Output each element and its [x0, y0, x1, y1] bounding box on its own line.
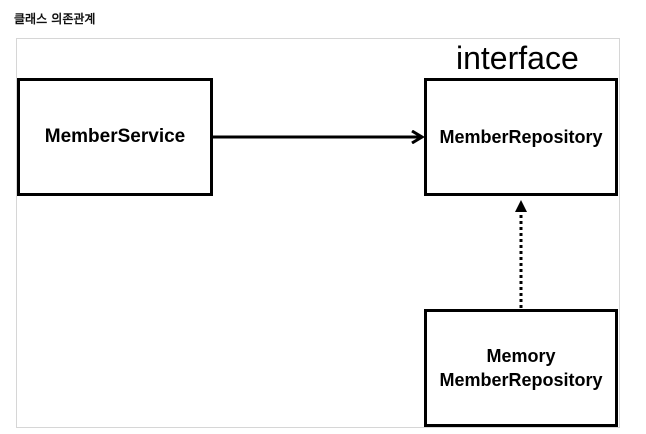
member-service-label: MemberService: [44, 126, 186, 147]
memory-member-repository-box: Memory MemberRepository: [424, 309, 618, 427]
section-heading: 클래스 의존관계: [14, 12, 96, 26]
interface-stereotype-label: interface: [456, 40, 579, 76]
member-service-box: MemberService: [17, 78, 213, 196]
member-repository-box: MemberRepository: [424, 78, 618, 196]
member-repository-label: MemberRepository: [439, 127, 603, 147]
memory-repository-label-line2: MemberRepository: [439, 370, 603, 390]
diagram-frame: [16, 38, 620, 428]
memory-repository-label-line1: Memory: [486, 346, 556, 366]
